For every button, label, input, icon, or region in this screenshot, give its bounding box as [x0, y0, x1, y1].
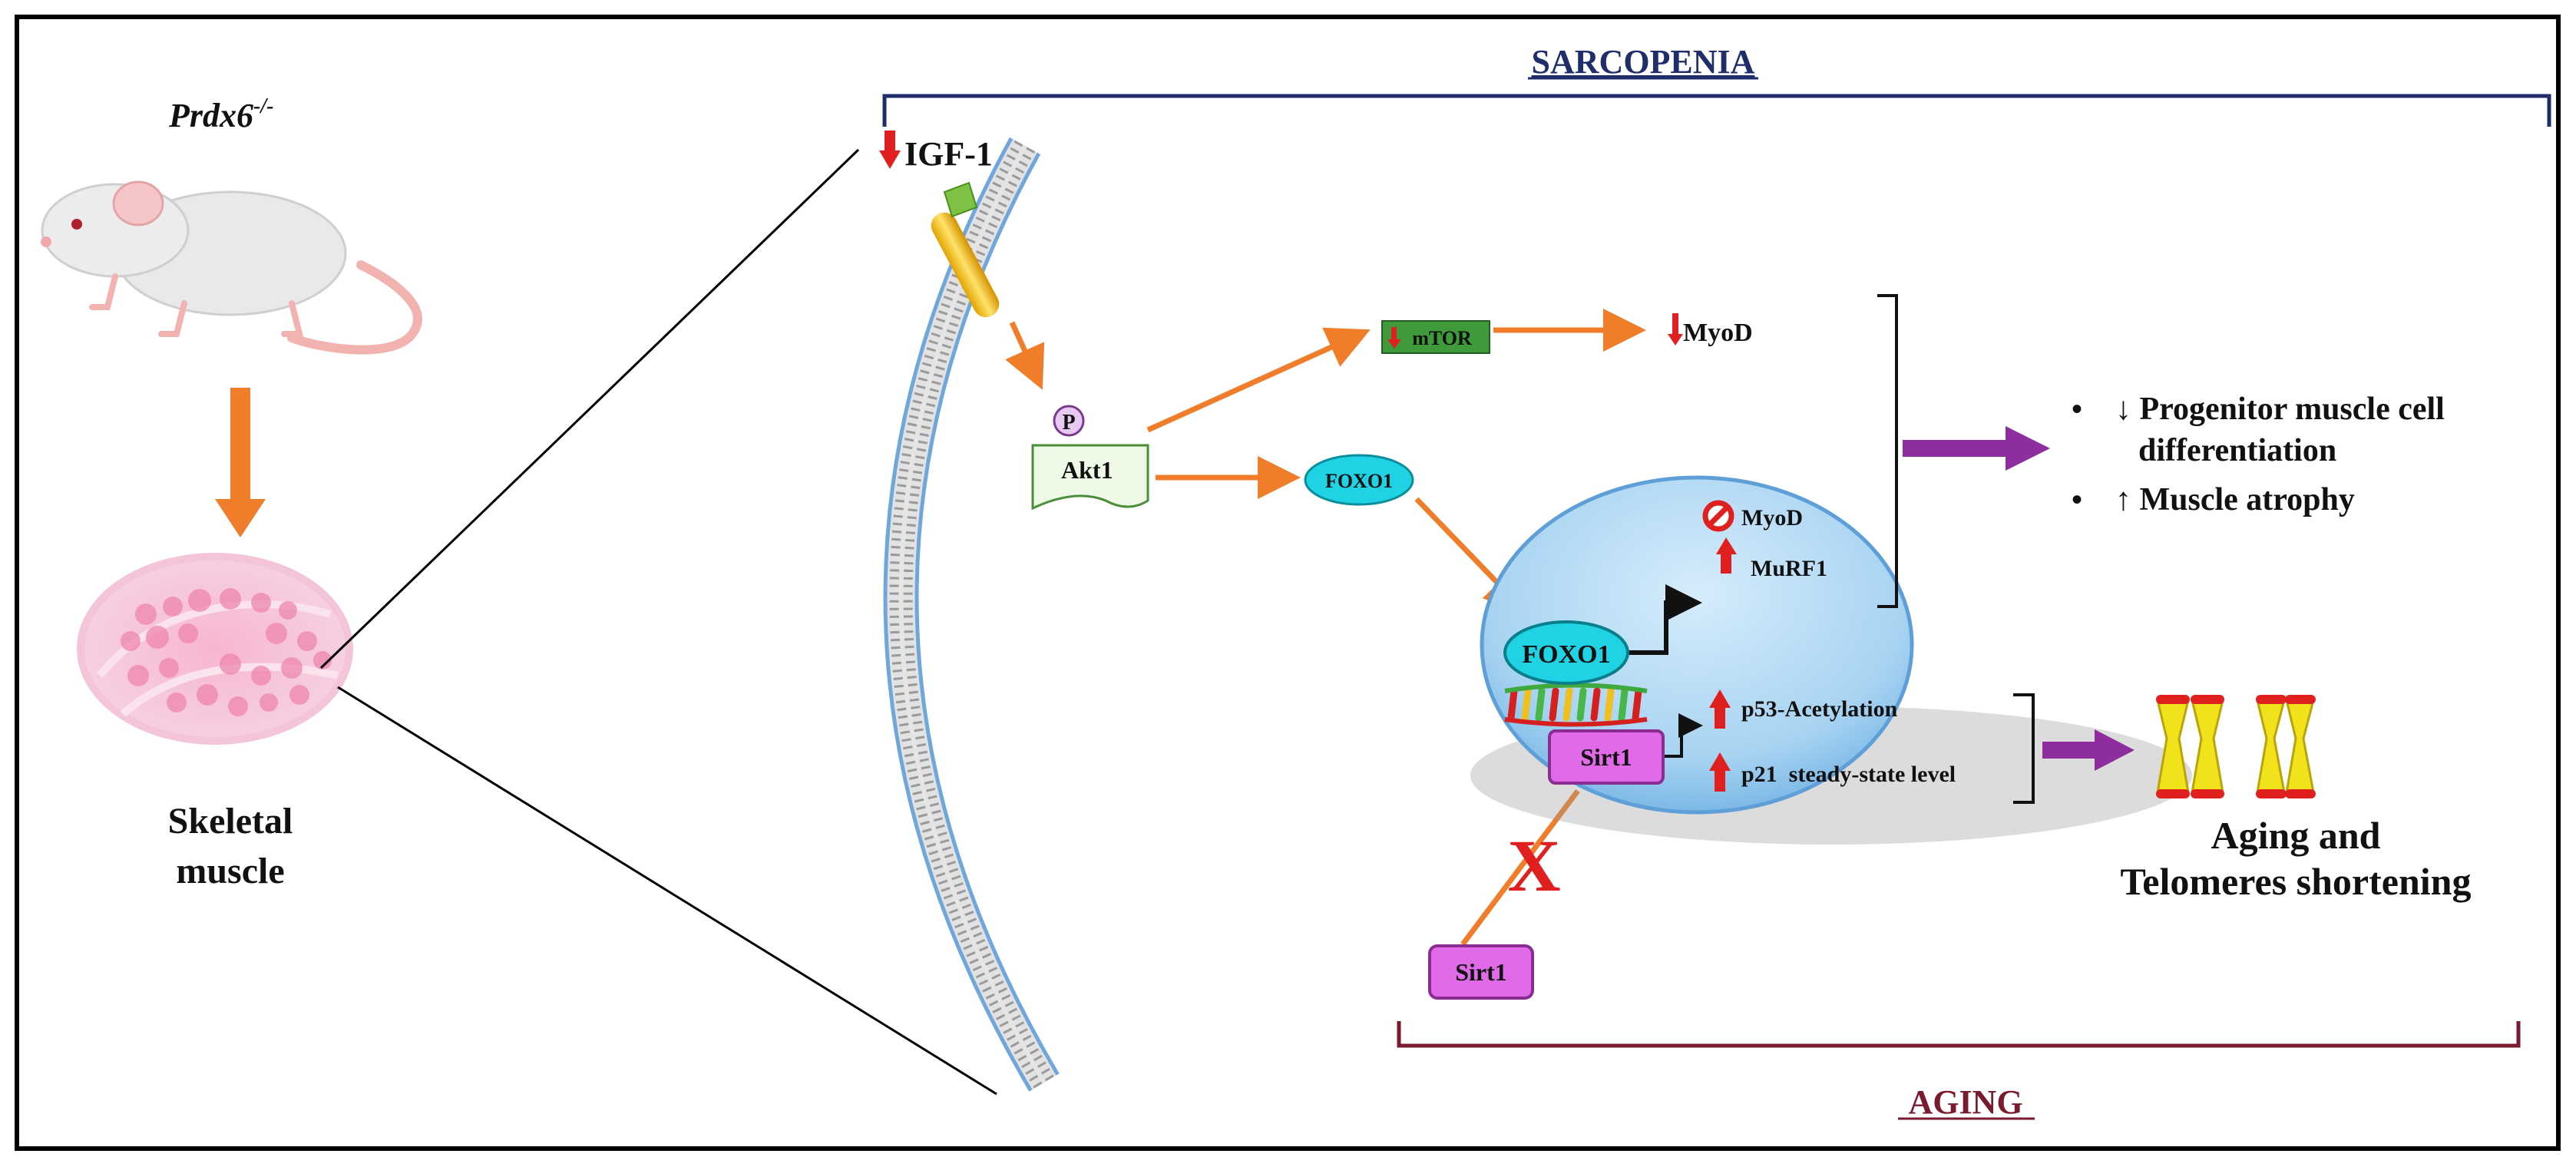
foxo1-cytoplasm-label: FOXO1	[1325, 470, 1393, 492]
p53-label: p53-Acetylation	[1741, 696, 1898, 722]
mouse-icon	[41, 180, 422, 355]
foxo1-effect-arrow	[1612, 584, 1702, 655]
sirt1-effect-arrow	[1665, 713, 1703, 758]
zoom-line-top	[319, 148, 860, 669]
chromosome-icon-2	[2256, 695, 2316, 798]
tissue-label-line2: muscle	[176, 851, 284, 891]
akt1-to-mtor-arrow	[1146, 327, 1371, 433]
dna-strands-icon	[1504, 683, 1648, 727]
chromosome-icon	[2156, 695, 2224, 798]
sarcopenia-outcome-arrow	[1903, 426, 2050, 471]
mouse-to-muscle-arrow	[215, 388, 266, 537]
p21-label: p21 steady-state level	[1741, 762, 1956, 787]
sirt1-nucleus-box	[1548, 729, 1665, 785]
sarcopenia-bracket	[882, 94, 2551, 127]
skeletal-muscle-icon	[77, 553, 353, 745]
figure-border	[15, 15, 2561, 1151]
mouse-genotype-label: Prdx6-/-	[168, 94, 273, 134]
sarcopenia-title: SARCOPENIA	[1532, 43, 1755, 81]
aging-outcome-line2: Telomeres shortening	[2121, 860, 2472, 903]
foxo1-nucleus-ellipse	[1503, 620, 1629, 685]
myod-top-label: MyoD	[1683, 319, 1753, 347]
myod-down-arrow-icon	[1668, 313, 1683, 345]
igf1-to-akt1-arrow	[1005, 321, 1045, 390]
nucleus	[1480, 475, 1914, 815]
p53-p21-bracket	[2013, 693, 2035, 804]
igf1-receptor-icon	[931, 181, 1000, 318]
cell-membrane	[883, 137, 1060, 1092]
outcome-bullet1-line1: ↓ Progenitor muscle cell	[2115, 392, 2445, 427]
tissue-label-line1: Skeletal	[168, 801, 293, 841]
mtor-label: mTOR	[1412, 327, 1472, 349]
bullet-dot-1: •	[2072, 392, 2082, 426]
outcome-bullet1-line2: differentiation	[2138, 433, 2336, 468]
murf1-label: MuRF1	[1751, 556, 1827, 581]
p21-up-arrow-icon	[1709, 752, 1731, 792]
aging-title: AGING	[1908, 1083, 2022, 1121]
myod-nucleus-label: MyoD	[1741, 505, 1803, 531]
sirt1-blocked-line	[1460, 788, 1580, 947]
phospho-label: P	[1062, 411, 1075, 435]
igf1-label: IGF-1	[904, 135, 993, 173]
sirt1-outside-label: Sirt1	[1455, 958, 1507, 986]
bullet-dot-2: •	[2072, 482, 2082, 517]
aging-outcome-arrow	[2042, 729, 2135, 771]
foxo1-nucleus-label: FOXO1	[1522, 640, 1610, 669]
foxo1-cytoplasm-ellipse	[1304, 454, 1414, 506]
sirt1-block-x: X	[1507, 825, 1560, 907]
igf1-down-arrow-icon	[879, 131, 901, 169]
akt1-scroll-box	[1031, 444, 1149, 511]
mtor-down-arrow-icon	[1387, 327, 1401, 349]
sirt1-nucleus-label: Sirt1	[1580, 743, 1632, 771]
murf1-up-arrow-icon	[1716, 537, 1737, 574]
myod-inhibition-icon	[1702, 500, 1734, 532]
akt1-label: Akt1	[1061, 456, 1113, 484]
phospho-circle	[1053, 405, 1085, 437]
mtor-box	[1381, 320, 1490, 354]
outcome-bullet2: ↑ Muscle atrophy	[2115, 482, 2355, 517]
zoom-line-bottom	[337, 686, 997, 1096]
aging-bracket	[1397, 1021, 2521, 1048]
sirt1-outside-box	[1428, 944, 1534, 1000]
p53-up-arrow-icon	[1709, 689, 1731, 729]
aging-outcome-line1: Aging and	[2211, 814, 2381, 857]
myod-murf1-bracket	[1877, 294, 1898, 608]
